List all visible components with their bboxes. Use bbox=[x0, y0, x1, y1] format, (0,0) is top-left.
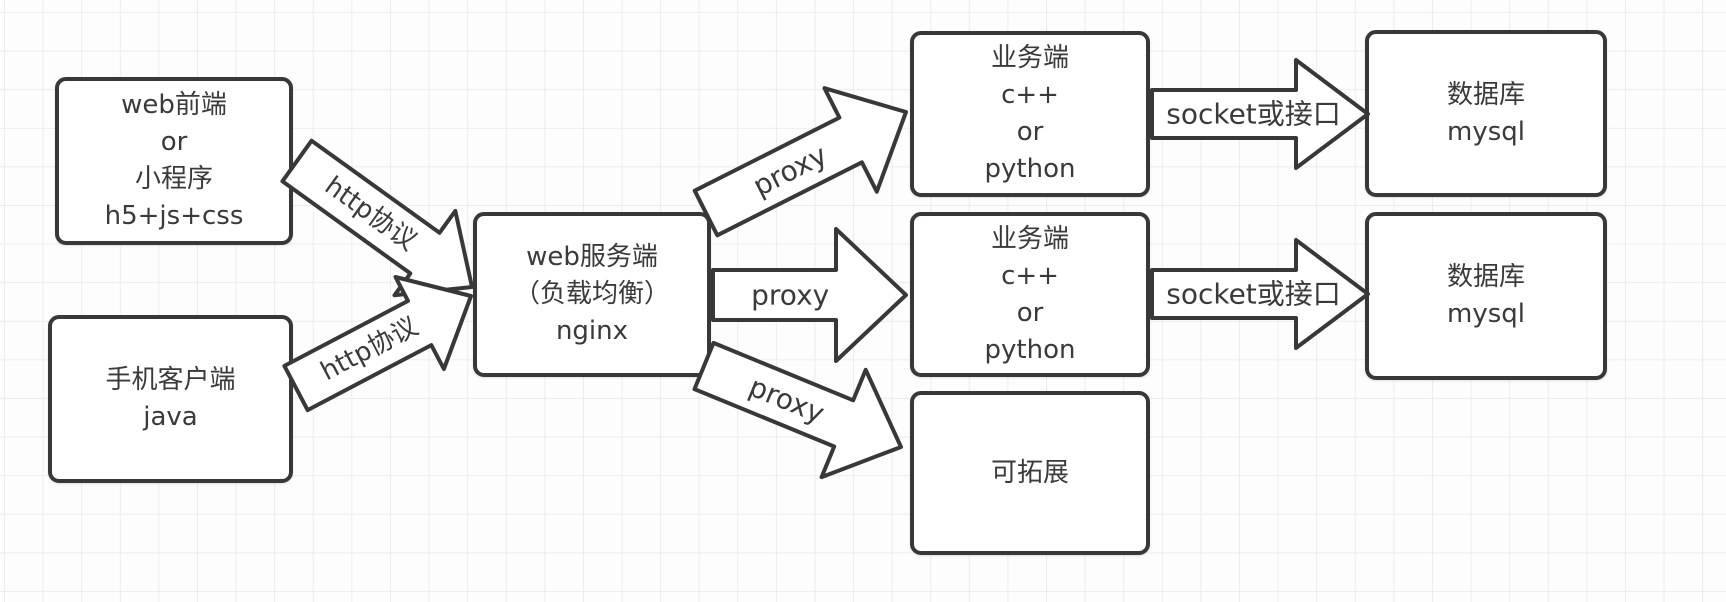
node-label: 手机客户端 bbox=[105, 365, 236, 395]
node-web-server-nginx[interactable]: web服务端 （负载均衡） nginx bbox=[473, 212, 711, 377]
node-business-server-top[interactable]: 业务端 c++ or python bbox=[910, 31, 1150, 197]
node-label: 小程序 bbox=[134, 164, 213, 194]
node-label: java bbox=[143, 402, 198, 432]
block-arrow-shape[interactable] bbox=[692, 340, 903, 480]
node-label: 数据库 bbox=[1446, 79, 1525, 110]
arrow-label: socket或接口 bbox=[1166, 278, 1341, 311]
node-label: 业务端 bbox=[990, 223, 1069, 254]
node-mobile-client[interactable]: 手机客户端 java bbox=[48, 315, 293, 483]
node-label: （负载均衡） bbox=[513, 279, 670, 309]
node-web-frontend[interactable]: web前端 or 小程序 h5+js+css bbox=[55, 77, 293, 245]
block-arrow-shape[interactable] bbox=[280, 138, 474, 298]
arrow-label: proxy bbox=[751, 279, 829, 312]
node-label: c++ bbox=[1001, 80, 1059, 110]
arrow-proxy-mid[interactable]: proxy bbox=[711, 227, 908, 363]
arrow-socket-top[interactable]: socket或接口 bbox=[1150, 58, 1370, 170]
node-label: web服务端 bbox=[526, 242, 658, 272]
node-database-mid[interactable]: 数据库 mysql bbox=[1365, 212, 1607, 380]
arrow-proxy-top[interactable]: proxy bbox=[692, 86, 908, 238]
node-label: or bbox=[1016, 297, 1044, 328]
node-label: web前端 bbox=[121, 90, 227, 120]
node-label: 数据库 bbox=[1446, 262, 1525, 292]
node-extensible[interactable]: 可拓展 bbox=[910, 391, 1150, 555]
arrow-http-bottom[interactable]: http协议 bbox=[282, 275, 473, 413]
node-label: 可拓展 bbox=[990, 457, 1069, 488]
block-arrow-shape[interactable] bbox=[1150, 58, 1370, 170]
block-arrow-shape[interactable] bbox=[282, 275, 473, 413]
arrow-label: socket或接口 bbox=[1166, 98, 1341, 131]
node-label: python bbox=[984, 334, 1076, 365]
node-label: or bbox=[1016, 117, 1044, 147]
node-database-top[interactable]: 数据库 mysql bbox=[1365, 30, 1607, 197]
node-label: nginx bbox=[555, 316, 629, 346]
block-arrow-shape[interactable] bbox=[711, 227, 908, 363]
arrow-socket-mid[interactable]: socket或接口 bbox=[1150, 238, 1370, 350]
arrow-http-top[interactable]: http协议 bbox=[280, 138, 474, 298]
node-label: mysql bbox=[1447, 299, 1525, 329]
node-label: h5+js+css bbox=[104, 201, 244, 231]
block-arrow-shape[interactable] bbox=[692, 86, 908, 238]
node-label: mysql bbox=[1447, 116, 1525, 147]
node-label: 业务端 bbox=[990, 43, 1069, 73]
node-label: c++ bbox=[1001, 260, 1059, 291]
node-business-server-mid[interactable]: 业务端 c++ or python bbox=[910, 212, 1150, 377]
node-label: python bbox=[984, 154, 1076, 184]
block-arrow-shape[interactable] bbox=[1150, 238, 1370, 350]
arrow-proxy-bottom[interactable]: proxy bbox=[692, 340, 903, 480]
node-label: or bbox=[160, 127, 188, 157]
